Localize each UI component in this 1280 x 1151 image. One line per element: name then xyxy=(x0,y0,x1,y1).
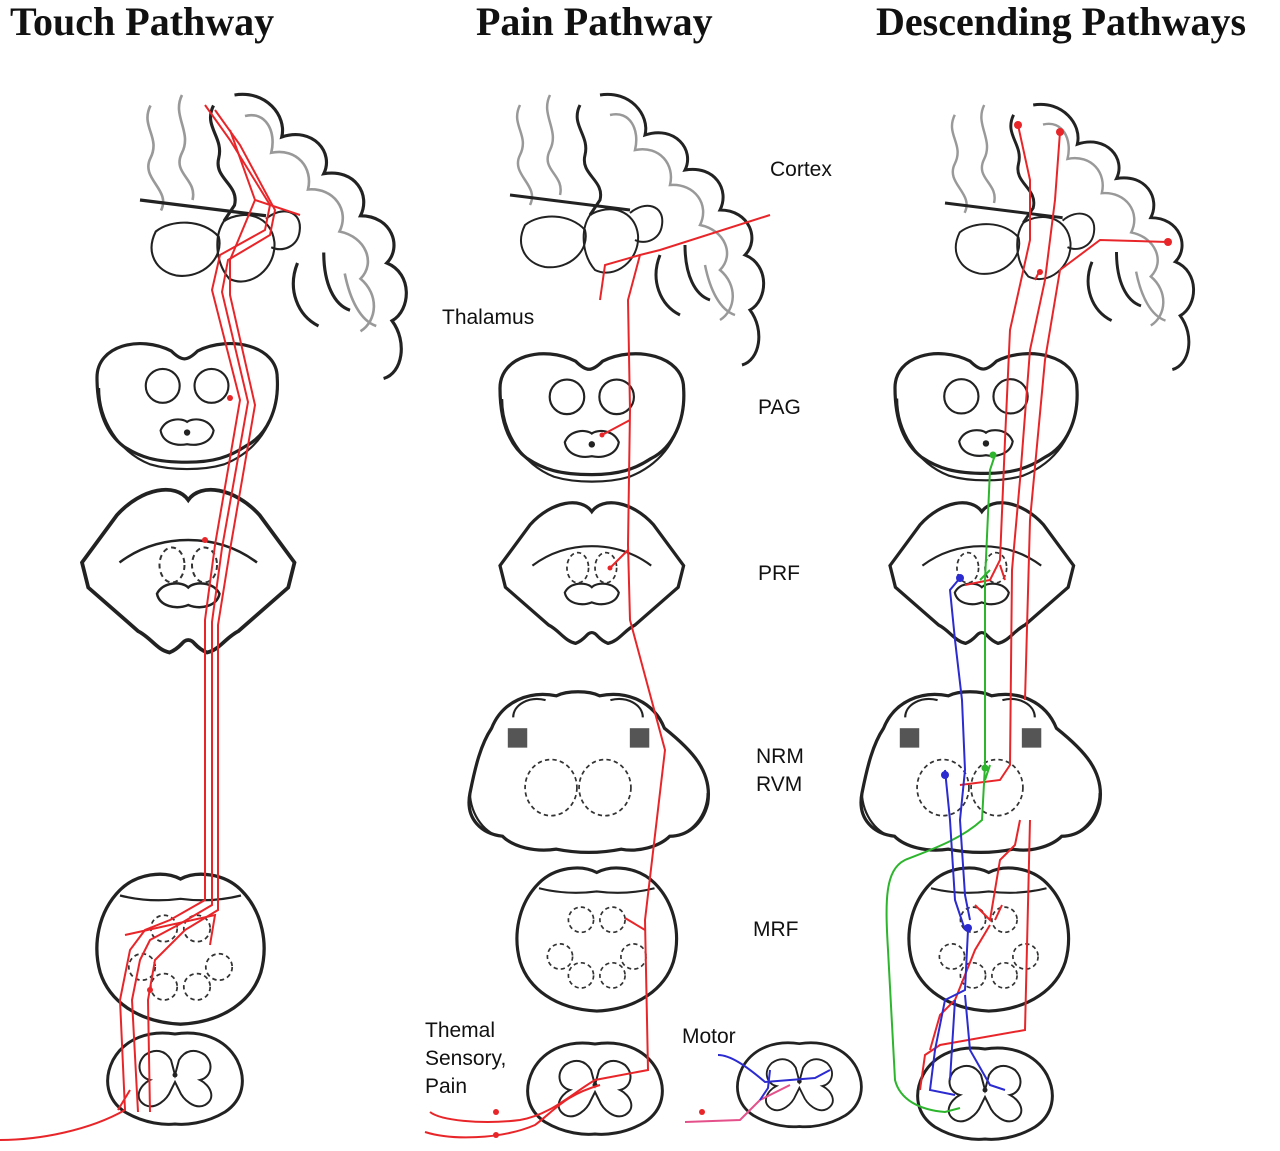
pain-caudal-medulla xyxy=(515,866,679,1013)
pain-spinal-cord xyxy=(526,1041,664,1136)
cortex-label: Cortex xyxy=(770,158,832,181)
pain-medulla xyxy=(467,690,711,855)
mrf-label: MRF xyxy=(753,918,799,941)
pain-pathway-fibers xyxy=(424,214,831,1139)
desc-cortex xyxy=(943,102,1196,372)
desc-medulla xyxy=(859,690,1103,855)
thermal-label-line1: Themal xyxy=(425,1019,496,1042)
descending-fibers xyxy=(885,121,1172,1114)
motor-label: Motor xyxy=(682,1025,736,1048)
prf-label: PRF xyxy=(758,562,800,585)
touch-pathway-title: Touch Pathway xyxy=(10,0,275,44)
pain-pathway-title: Pain Pathway xyxy=(476,0,713,44)
desc-caudal-medulla xyxy=(907,866,1071,1013)
touch-caudal-medulla xyxy=(95,872,266,1026)
motor-spinal-cord xyxy=(736,1041,863,1129)
pain-pons xyxy=(498,501,686,645)
touch-spinal-cord xyxy=(106,1031,244,1126)
touch-pons xyxy=(80,487,297,655)
desc-midbrain xyxy=(893,352,1079,482)
thermal-label-line2: Sensory, xyxy=(425,1047,507,1070)
touch-midbrain xyxy=(95,342,280,471)
desc-spinal-cord xyxy=(916,1046,1054,1141)
descending-pathways-title: Descending Pathways xyxy=(876,0,1247,44)
touch-pathway-fibers xyxy=(0,104,301,1141)
nrm-label: NRM xyxy=(756,745,804,768)
thalamus-label: Thalamus xyxy=(442,306,535,329)
thermal-label-line3: Pain xyxy=(425,1075,468,1098)
pag-label: PAG xyxy=(758,396,801,419)
touch-cortex xyxy=(138,92,408,381)
pain-midbrain xyxy=(498,352,686,484)
rvm-label: RVM xyxy=(756,773,803,796)
desc-pons xyxy=(888,501,1076,645)
